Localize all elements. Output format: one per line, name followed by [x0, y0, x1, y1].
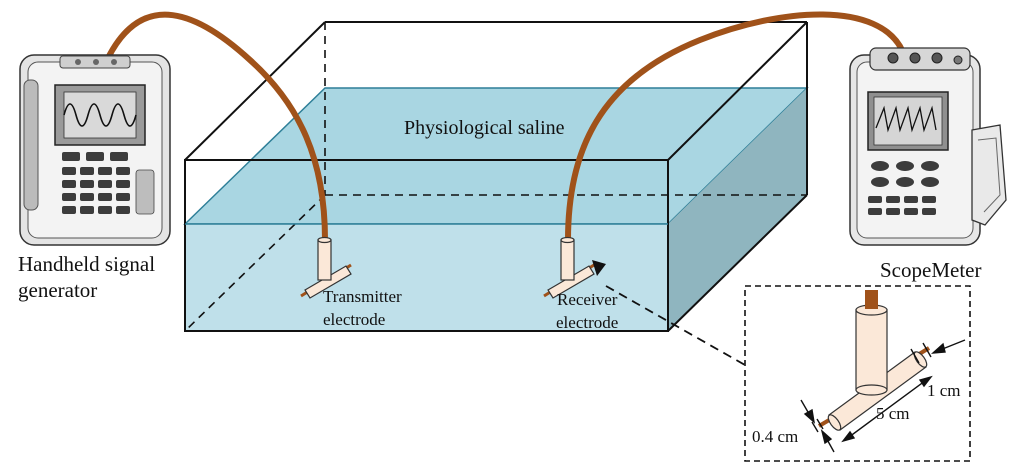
tank-outline: [184, 21, 808, 332]
electrode-detail-box: [744, 285, 971, 462]
transmitter-label-line2: electrode: [323, 310, 386, 329]
generator-label-line2: generator: [18, 278, 98, 302]
transmitter-cable: [105, 11, 328, 243]
receiver-label-line2: electrode: [556, 313, 619, 332]
zoom-pointer-arrow: [592, 260, 606, 276]
saline-tank: [183, 21, 809, 332]
diameter-dimension-label: 1 cm: [927, 381, 961, 400]
diameter-dimension: [910, 339, 966, 364]
generator-label-line1: Handheld signal: [18, 252, 156, 276]
magnified-electrode: [817, 290, 931, 431]
scopemeter-icon: [849, 47, 1007, 246]
saline-side-surface: [668, 88, 807, 331]
signal-generator-icon: [19, 54, 171, 246]
cables: [105, 11, 906, 243]
transmitter-label-line1: Transmitter: [323, 287, 402, 306]
receiver-cable: [565, 11, 906, 243]
length-dimension-label: 5 cm: [876, 404, 910, 423]
wire-dimension-label: 0.4 cm: [752, 427, 799, 446]
receiver-label-line1: Receiver: [557, 290, 618, 309]
zoom-leader-line: [605, 285, 746, 366]
transmitter-electrode: [300, 236, 352, 299]
scopemeter-label: ScopeMeter: [880, 258, 982, 282]
receiver-electrode: [543, 236, 595, 299]
saline-label: Physiological saline: [404, 117, 565, 139]
wire-dimension: [800, 399, 835, 453]
length-dimension: [841, 375, 933, 443]
